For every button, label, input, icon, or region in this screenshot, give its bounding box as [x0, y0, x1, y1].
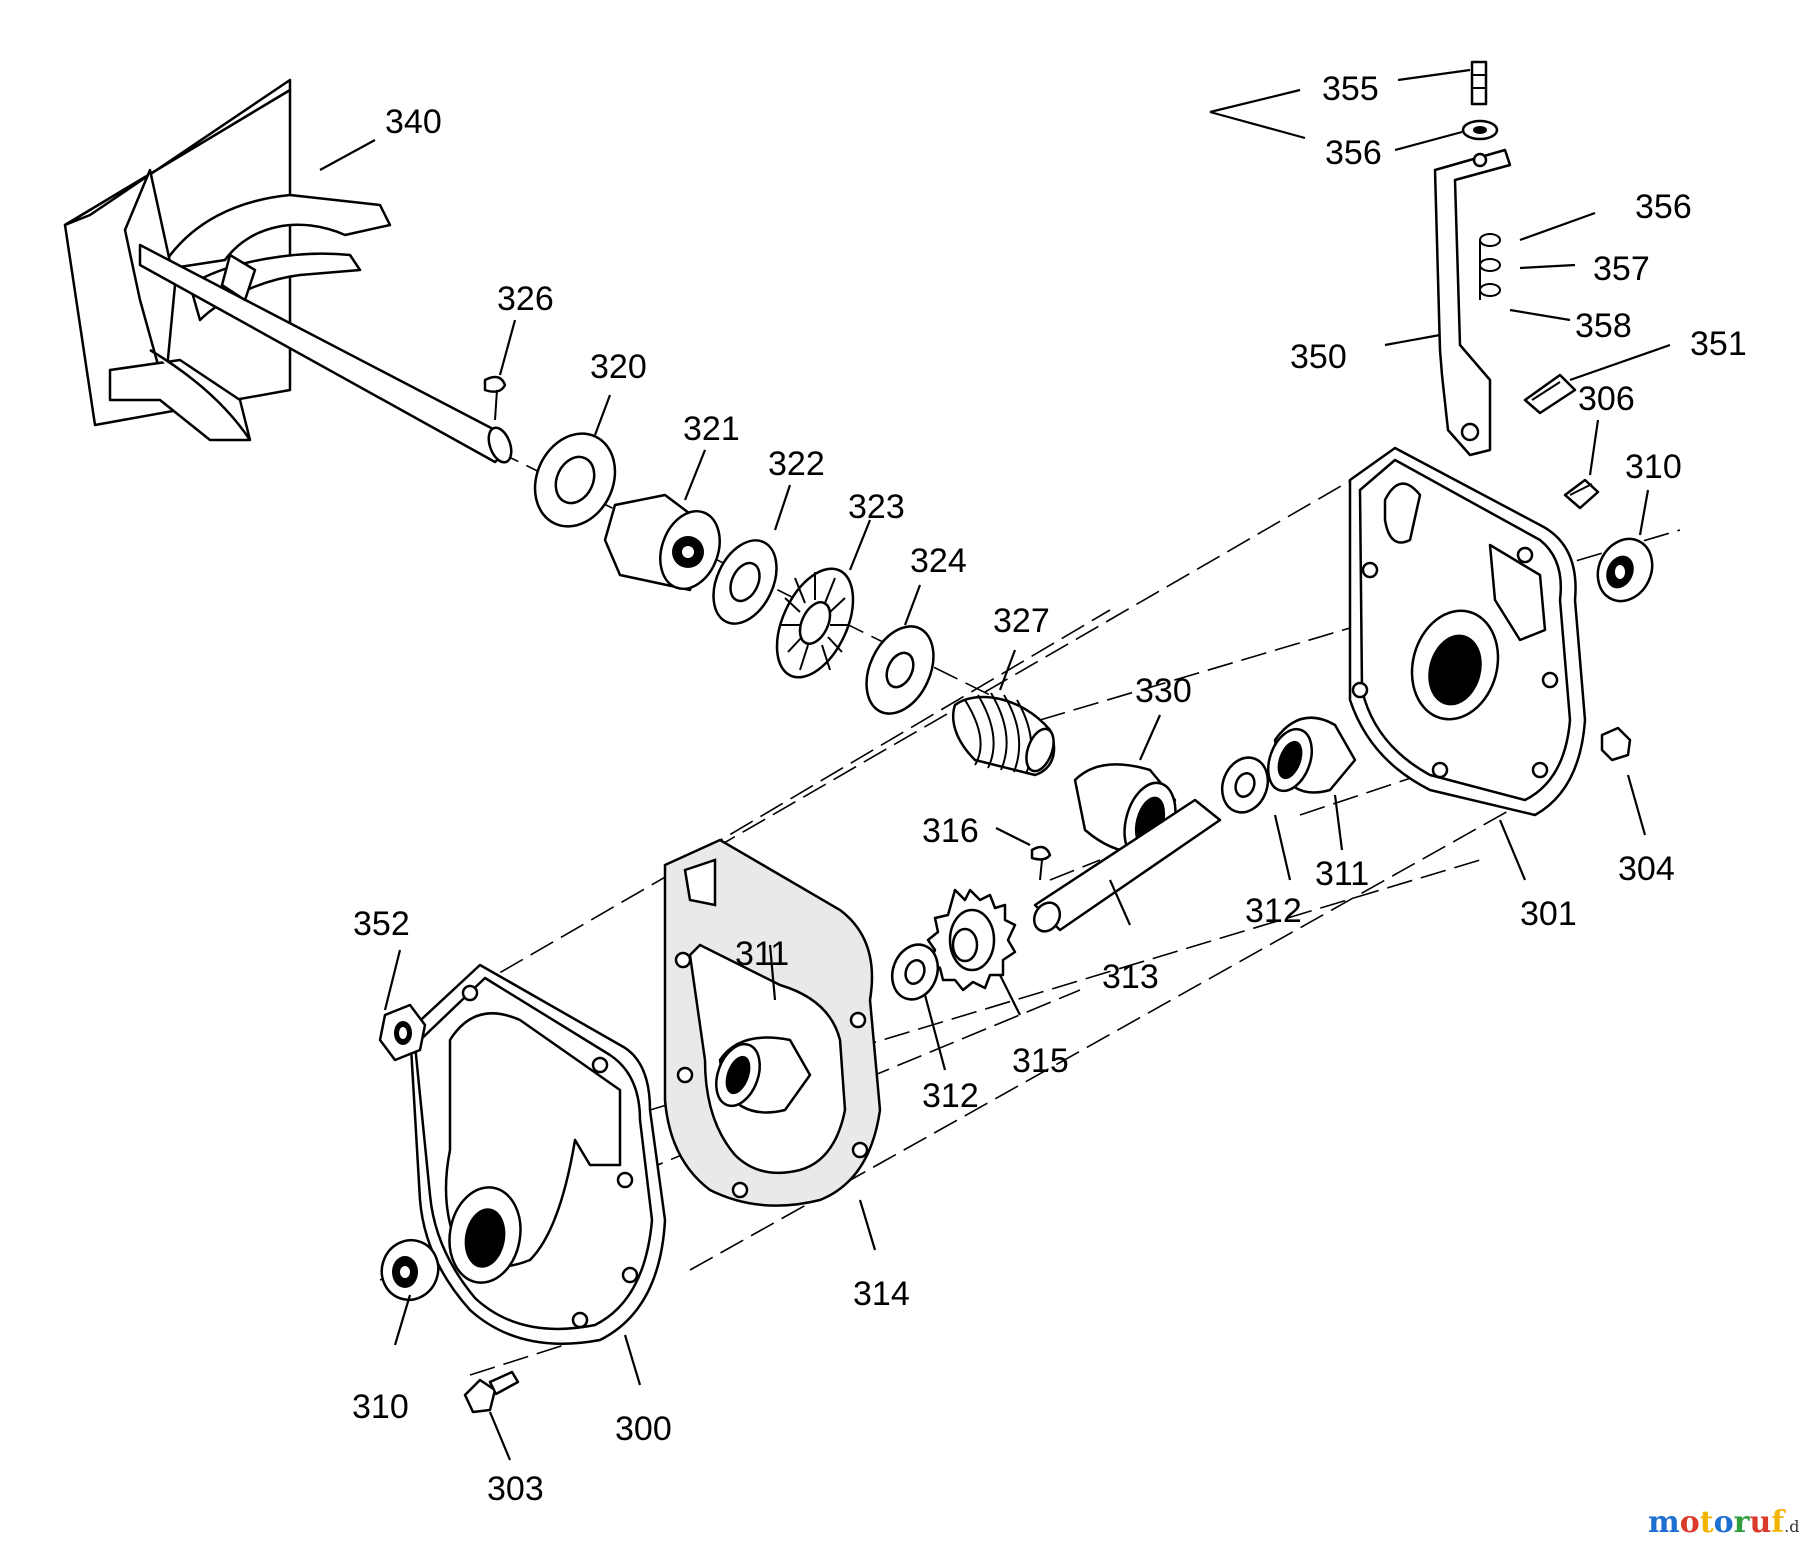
washer-320 — [533, 432, 617, 528]
screw-355 — [1470, 60, 1488, 106]
washer-356-top — [1461, 119, 1499, 141]
callout-315: 315 — [1012, 1042, 1069, 1080]
bolt-351 — [1523, 373, 1577, 415]
callout-310-upper: 310 — [1625, 448, 1682, 486]
callout-306: 306 — [1578, 380, 1635, 418]
callout-labels: 340 326 320 321 322 323 324 327 330 316 … — [352, 70, 1747, 1508]
washer-312-lower — [890, 943, 940, 1001]
callout-326: 326 — [497, 280, 554, 318]
bearing-310-lower — [380, 1238, 440, 1302]
callout-352: 352 — [353, 905, 410, 943]
callout-311-upper: 311 — [1315, 855, 1369, 893]
gear-315 — [926, 888, 1017, 992]
callout-322: 322 — [768, 445, 825, 483]
worm-gear-327 — [951, 692, 1056, 777]
bracket-350 — [1433, 148, 1512, 457]
callout-340: 340 — [385, 103, 442, 141]
callout-301: 301 — [1520, 895, 1577, 933]
screw-306 — [1563, 478, 1600, 510]
nut-304 — [1600, 726, 1632, 762]
callout-303: 303 — [487, 1470, 544, 1508]
callout-313: 313 — [1102, 958, 1159, 996]
callout-311-lower: 311 — [735, 935, 789, 973]
shaft-313 — [1032, 798, 1222, 933]
spring-stack-356-358 — [1479, 233, 1501, 300]
callout-324: 324 — [910, 542, 967, 580]
callout-355: 355 — [1322, 70, 1379, 108]
callout-310-lower: 310 — [352, 1388, 409, 1426]
housing-300 — [408, 963, 667, 1345]
bolt-303 — [463, 1370, 520, 1414]
pin-316 — [1030, 845, 1052, 881]
callout-304: 304 — [1618, 850, 1675, 888]
washer-324 — [865, 625, 935, 715]
housing-301 — [1348, 446, 1587, 817]
callout-357: 357 — [1593, 250, 1650, 288]
callout-312-upper: 312 — [1245, 892, 1302, 930]
callout-323: 323 — [848, 488, 905, 526]
bushing-311-upper — [1267, 716, 1357, 794]
washer-312-upper — [1220, 756, 1270, 814]
callout-320: 320 — [590, 348, 647, 386]
thrust-bearing-323 — [775, 567, 855, 679]
callout-314: 314 — [853, 1275, 910, 1313]
pin-326 — [483, 375, 507, 421]
callout-330: 330 — [1135, 672, 1192, 710]
callout-312-lower: 312 — [922, 1077, 979, 1115]
callout-358: 358 — [1575, 307, 1632, 345]
bearing-310-upper — [1596, 537, 1654, 603]
nut-352 — [378, 1003, 427, 1062]
bushing-311-lower — [715, 1036, 812, 1114]
auger-340 — [63, 78, 513, 464]
callout-356-middle: 356 — [1635, 188, 1692, 226]
washer-322 — [712, 539, 778, 625]
callout-321: 321 — [683, 410, 740, 448]
watermark-logo: motoruf.de — [1648, 1505, 1800, 1540]
callout-350: 350 — [1290, 338, 1347, 376]
bearing-321 — [603, 493, 721, 592]
callout-351: 351 — [1690, 325, 1747, 363]
callout-300: 300 — [615, 1410, 672, 1448]
leader-lines — [319, 68, 1671, 1461]
callout-316: 316 — [922, 812, 979, 850]
gasket-314 — [663, 838, 882, 1207]
callout-356-top: 356 — [1325, 134, 1382, 172]
callout-327: 327 — [993, 602, 1050, 640]
